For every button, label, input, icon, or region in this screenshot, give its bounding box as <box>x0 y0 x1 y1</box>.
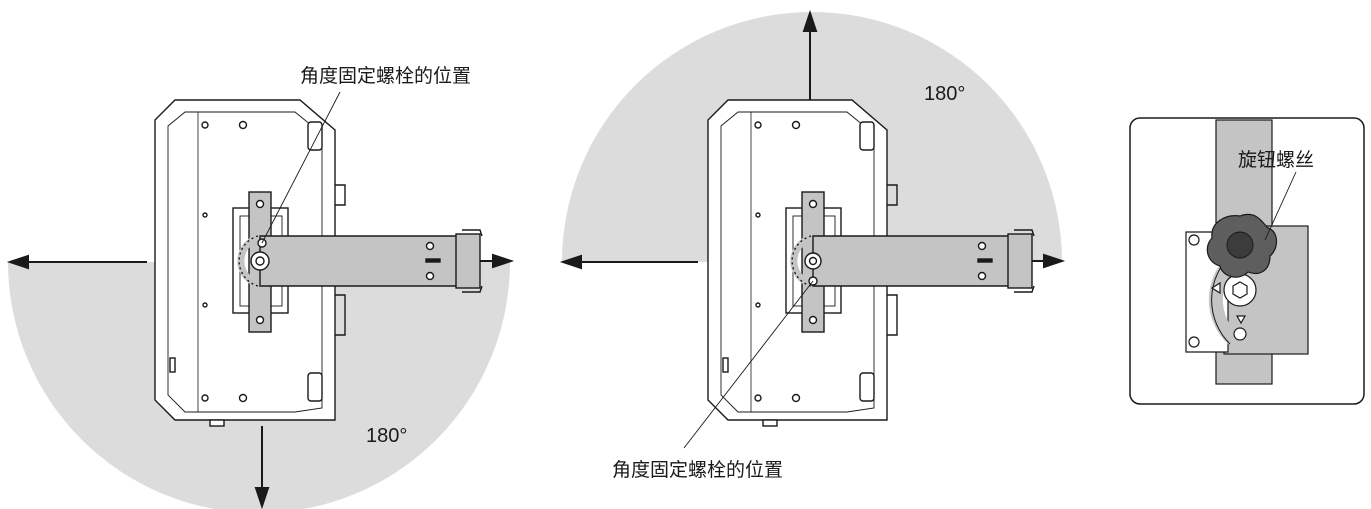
left-callout-leader <box>261 91 341 244</box>
knob-callout-leader <box>1264 171 1297 241</box>
left-angle-label: 180° <box>366 425 407 447</box>
middle-direction-arrows <box>559 9 1066 270</box>
knob-detail-inset: 旋钮螺丝 <box>1129 117 1365 405</box>
middle-figure: 角度固定螺栓的位置 180° <box>559 9 1066 481</box>
knob-screw-label: 旋钮螺丝 <box>1238 149 1314 171</box>
middle-callout-leader <box>683 280 814 449</box>
left-bolt-position-label: 角度固定螺栓的位置 <box>300 65 471 87</box>
left-direction-arrows <box>6 253 515 509</box>
middle-angle-label: 180° <box>924 83 965 105</box>
middle-mounting-bracket <box>785 191 1035 333</box>
middle-bolt-position-label: 角度固定螺栓的位置 <box>612 459 783 481</box>
left-figure: 角度固定螺栓的位置 180° <box>6 65 515 509</box>
left-mounting-bracket <box>232 191 483 333</box>
